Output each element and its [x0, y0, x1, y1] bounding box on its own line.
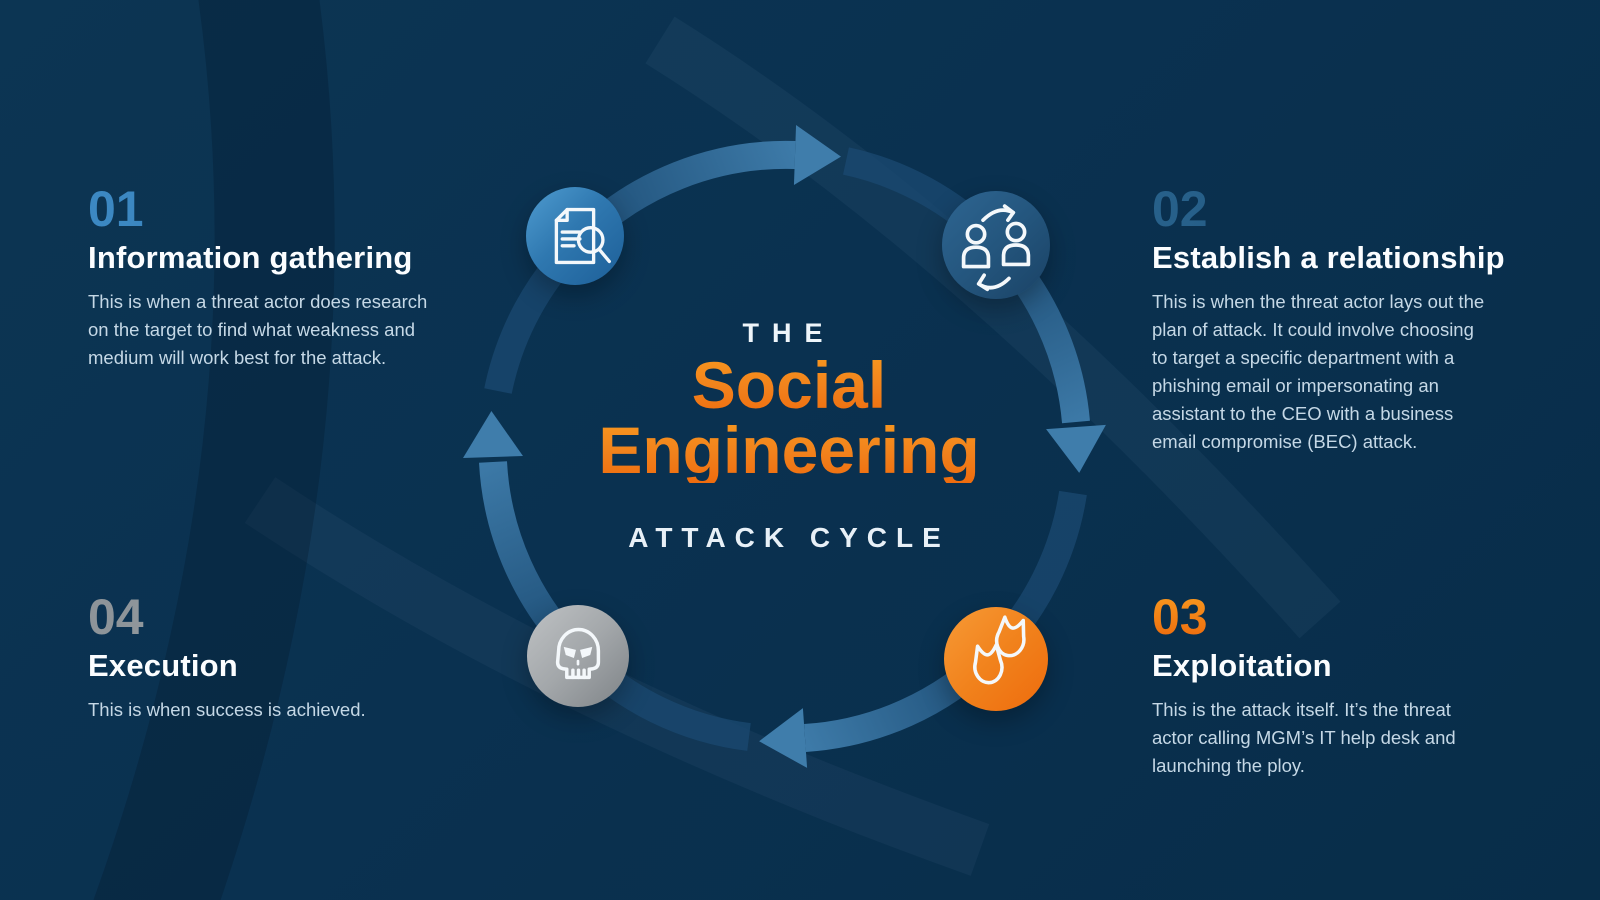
step1-icon-circle: [526, 187, 624, 285]
step4-icon-circle: [527, 605, 629, 707]
cycle-arrow-bottom: [759, 708, 808, 768]
step-number: 04: [88, 592, 492, 642]
step-number: 02: [1152, 184, 1556, 234]
step-3-exploitation: 03 Exploitation This is the attack itsel…: [1152, 592, 1556, 780]
skull-icon: [555, 627, 601, 680]
step-body: This is when the threat actor lays out t…: [1152, 290, 1485, 452]
step-2-establish-a-relationship: 02 Establish a relationship This is when…: [1152, 184, 1556, 456]
cycle-arrowheads: [463, 125, 1106, 768]
step-heading: Establish a relationship: [1152, 240, 1505, 275]
cycle-arrow-left: [463, 411, 523, 459]
step-heading: Information gathering: [88, 240, 413, 275]
cycle-arrow-top: [793, 125, 841, 185]
cycle-arrow-right: [1046, 424, 1106, 473]
step-number: 03: [1152, 592, 1556, 642]
step3-icon-circle: [944, 607, 1048, 711]
step-body: This is the attack itself. It’s the thre…: [1152, 698, 1456, 776]
step-1-information-gathering: 01 Information gathering This is when a …: [88, 184, 492, 372]
document-search-icon: [554, 207, 611, 265]
step-4-execution: 04 Execution This is when success is ach…: [88, 592, 492, 724]
step-heading: Exploitation: [1152, 648, 1332, 683]
step-number: 01: [88, 184, 492, 234]
people-exchange-icon: [961, 204, 1031, 292]
bombs-icon: [973, 615, 1026, 685]
step-heading: Execution: [88, 648, 238, 683]
background-swooshes: [93, 0, 1341, 900]
step2-icon-circle: [942, 191, 1050, 299]
step-body: This is when a threat actor does researc…: [88, 290, 428, 368]
step-body: This is when success is achieved.: [88, 698, 366, 720]
